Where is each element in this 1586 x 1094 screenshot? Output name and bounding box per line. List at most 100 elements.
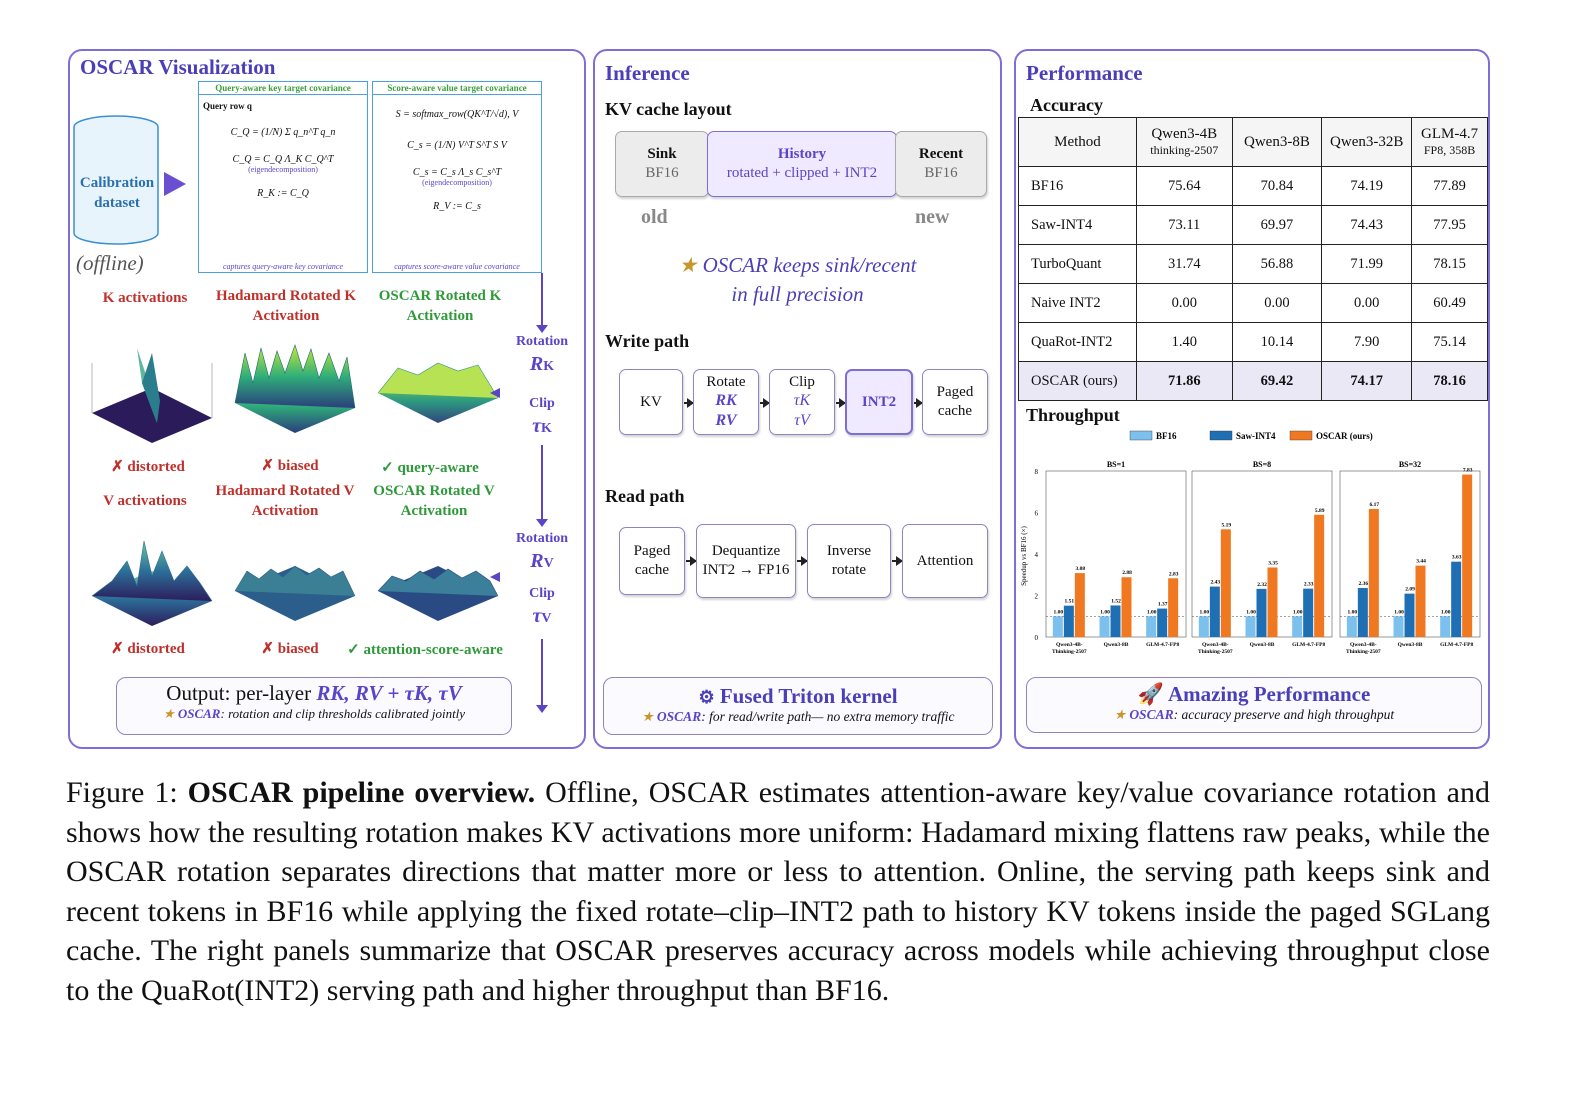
arrow-left-icon-2	[490, 572, 500, 582]
read-inverse-label: Inverse rotate	[826, 543, 872, 578]
bar	[1368, 508, 1379, 637]
legend-swatch	[1289, 430, 1313, 441]
y-tick-label: 6	[1035, 510, 1039, 518]
table-header-cell: Qwen3-32B	[1321, 117, 1413, 167]
output-note: ★ OSCAR: rotation and clip thresholds ca…	[117, 706, 511, 722]
star-icon: ★	[641, 709, 654, 724]
table-cell: 31.74	[1135, 244, 1233, 284]
bar-value-label: 1.00	[1246, 609, 1256, 615]
x-tick-label: Qwen3-4B-	[1350, 642, 1377, 648]
bar-value-label: 6.17	[1370, 502, 1380, 508]
table-cell: 10.14	[1231, 322, 1323, 362]
table-cell: 0.00	[1231, 283, 1323, 323]
caption-prefix: Figure 1:	[66, 776, 188, 809]
write-rotate-rk: RK	[715, 392, 737, 410]
x-tick-label-cont: Thinking-2507	[1052, 649, 1087, 655]
rotation-k-label: Rotation	[515, 334, 569, 349]
clip-k-label: Clip	[529, 396, 555, 411]
write-rotate-label: Rotate	[706, 373, 746, 390]
caption-bold: OSCAR pipeline overview.	[187, 776, 536, 809]
key-eq3: R_K := C_Q	[257, 188, 309, 199]
write-kv-label: KV	[640, 393, 662, 410]
x-tick-label-cont: Thinking-2507	[1198, 649, 1233, 655]
legend-label: BF16	[1156, 431, 1177, 441]
table-cell: 70.84	[1231, 166, 1323, 206]
table-cell: 0.00	[1321, 283, 1413, 323]
bar	[1198, 616, 1209, 637]
write-rotate: Rotate RK RV	[693, 369, 759, 435]
keeps-line2: in full precision	[731, 282, 864, 306]
table-cell: 69.42	[1231, 361, 1323, 401]
x-tick-label-cont: Thinking-2507	[1346, 649, 1381, 655]
subplot-title: BS=32	[1399, 460, 1421, 469]
header-name: Qwen3-32B	[1330, 133, 1404, 150]
x-tick-label: GLM-4.7-FP8	[1146, 642, 1179, 648]
arrow	[686, 556, 697, 566]
recent-label: Recent	[918, 146, 964, 163]
throughput-heading: Throughput	[1026, 405, 1120, 425]
x-tick-label: Qwen3-8B	[1250, 642, 1275, 648]
history-precision: rotated + clipped + INT2	[726, 165, 878, 181]
bar-value-label: 2.83	[1169, 571, 1179, 577]
write-kv: KV	[619, 369, 683, 435]
kernel-note-brand: OSCAR	[656, 709, 702, 724]
bar	[1168, 578, 1179, 637]
offline-label: (offline)	[76, 251, 144, 275]
v-tag-score-aware: ✓ attention-score-aware	[347, 642, 503, 658]
panel-title: OSCAR Visualization	[80, 55, 276, 79]
table-cell: 75.14	[1411, 322, 1488, 362]
bar	[1220, 529, 1231, 637]
bar-value-label: 5.89	[1315, 508, 1325, 514]
rail-arrow-1	[536, 273, 548, 333]
sink-label: Sink	[647, 146, 677, 163]
x-tick-label: Qwen3-4B-	[1056, 642, 1083, 648]
query-row-label: Query row q	[203, 101, 252, 111]
x-tick-label: GLM-4.7-FP8	[1440, 642, 1473, 648]
keeps-line1: OSCAR keeps sink/recent	[702, 253, 917, 277]
val-eq1: C_s = (1/N) V^T S^T S V	[407, 140, 507, 151]
table-cell: 77.89	[1411, 166, 1488, 206]
v-hadamard-label: Hadamard Rotated V Activation	[215, 483, 355, 519]
read-attention-label: Attention	[916, 552, 974, 569]
bar	[1462, 474, 1473, 637]
table-cell: 7.90	[1321, 322, 1413, 362]
bar-value-label: 3.08	[1076, 566, 1086, 572]
y-tick-label: 4	[1035, 551, 1039, 559]
bar-value-label: 1.51	[1065, 599, 1075, 605]
val-foot: captures score-aware value covariance	[394, 262, 520, 271]
k-tag-biased: ✗ biased	[261, 458, 319, 474]
bar-value-label: 1.00	[1054, 609, 1064, 615]
table-cell: Naive INT2	[1018, 283, 1137, 323]
v-tag-distorted: ✗ distorted	[111, 641, 185, 657]
write-int2-label: INT2	[861, 393, 897, 410]
arrow	[684, 398, 694, 408]
bar	[1209, 586, 1220, 637]
legend-swatch	[1129, 430, 1153, 441]
write-paged-label: Paged cache	[936, 384, 974, 419]
bar	[1110, 605, 1121, 637]
key-eq1: C_Q = (1/N) Σ q_n^T q_n	[230, 127, 336, 138]
table-cell: 1.40	[1135, 322, 1233, 362]
k-tag-distorted: ✗ distorted	[111, 459, 185, 475]
table-cell: 75.64	[1135, 166, 1233, 206]
bar	[1267, 567, 1278, 637]
table-cell: BF16	[1018, 166, 1137, 206]
bar-value-label: 1.37	[1158, 602, 1168, 608]
perf-note-text: : accuracy preserve and high throughput	[1173, 707, 1395, 722]
k-tag-query-aware: ✓ query-aware	[381, 460, 479, 476]
table-cell: 77.95	[1411, 205, 1488, 245]
perf-title: Amazing Performance	[1167, 682, 1371, 706]
read-dequant-label: Dequantize	[711, 543, 781, 560]
rotation-k-sym: R	[529, 353, 544, 375]
history-label: History	[777, 146, 827, 163]
bar	[1440, 616, 1451, 637]
kernel-note-text: : for read/write path— no extra memory t…	[701, 709, 955, 724]
output-text: Output: per-layer	[166, 681, 312, 705]
rail-arrow-2	[536, 445, 548, 527]
inference-panel: Inference KV cache layout Sink BF16 Hist…	[593, 49, 1002, 749]
